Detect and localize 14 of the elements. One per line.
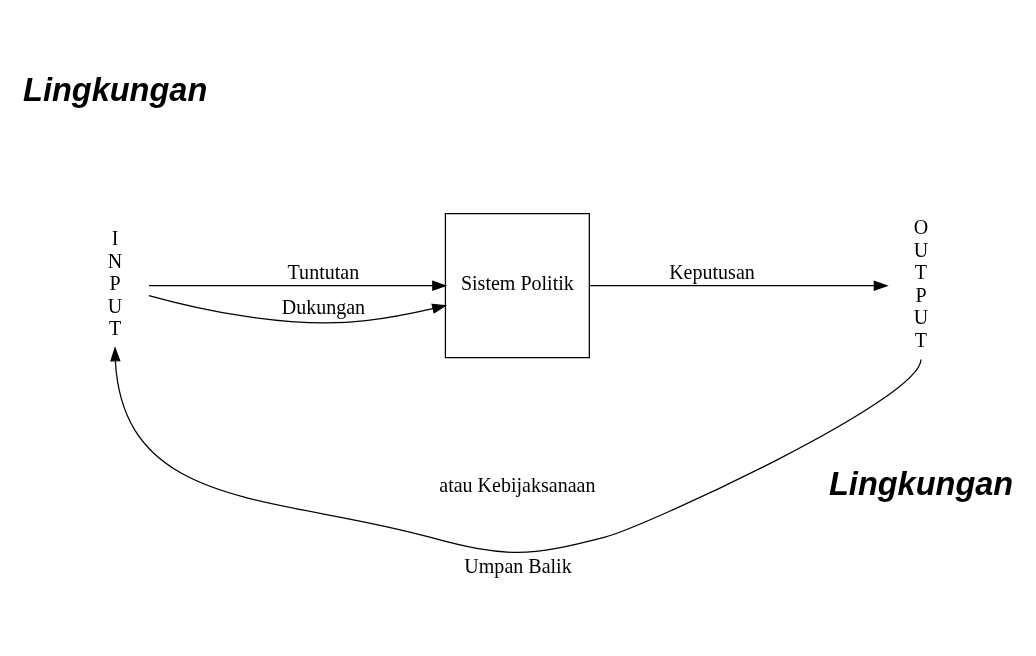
arrow	[110, 346, 922, 553]
edge-label: Tuntutan	[287, 261, 360, 284]
arrow	[148, 280, 448, 291]
arrow	[148, 294, 448, 324]
arrow	[588, 280, 889, 291]
node-box: Sistem Politik	[444, 213, 590, 359]
label: Lingkungan	[829, 466, 1014, 503]
edge-label: Keputusan	[669, 261, 755, 284]
node-text: I N P U T	[107, 227, 123, 340]
edge-label: Dukungan	[281, 296, 366, 319]
label: atau Kebijaksanaan	[439, 473, 596, 496]
label: Lingkungan	[23, 71, 208, 108]
caption: Umpan Balik	[464, 555, 572, 578]
node-text: O U T P U T	[913, 216, 929, 351]
